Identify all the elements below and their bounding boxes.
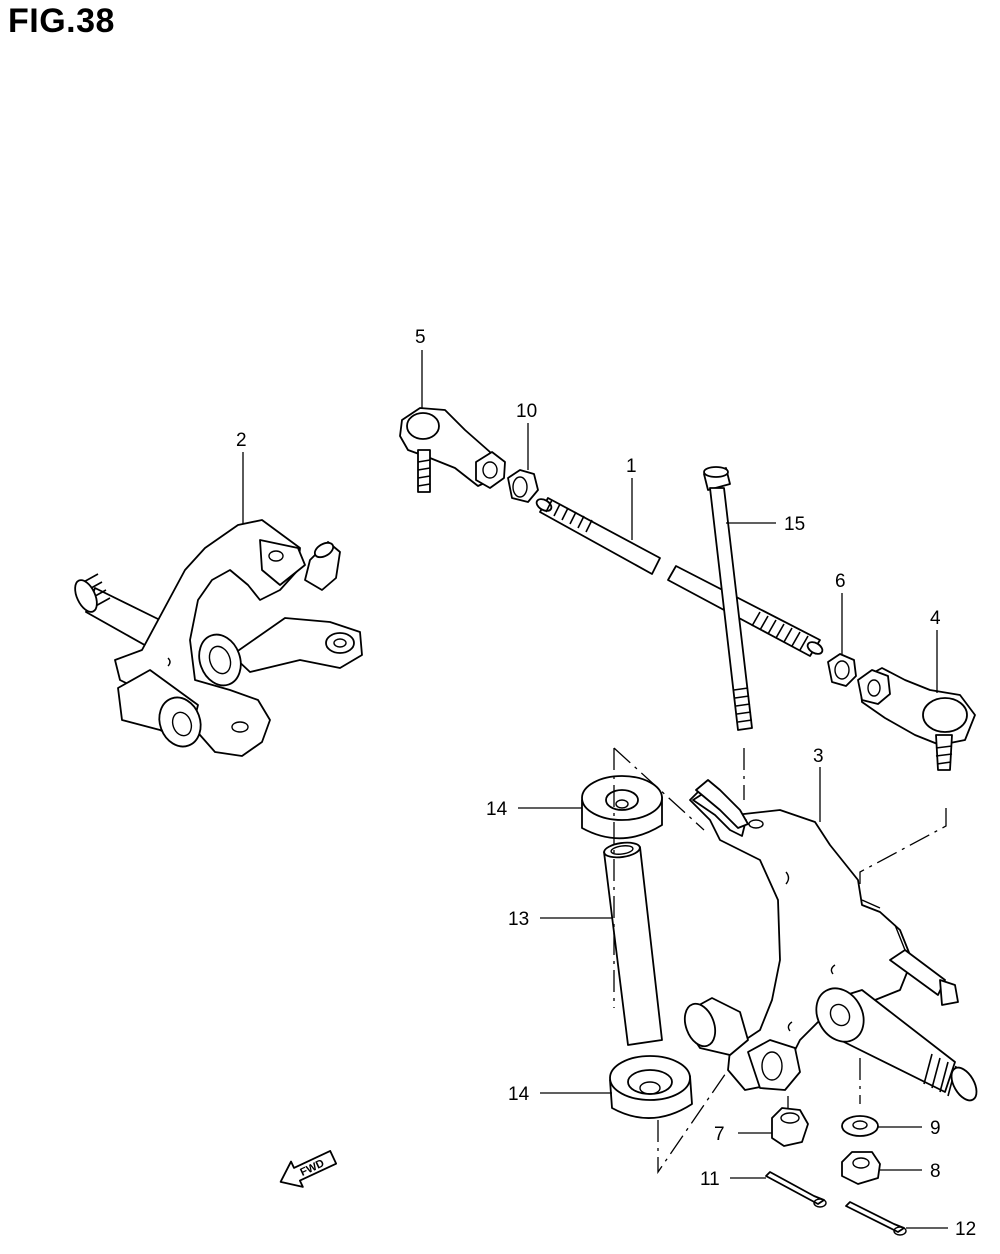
callout-labels: 5 10 1 2 15 6 4 3 14 13 14 7 9 8 11 12 <box>236 327 976 1240</box>
callout-8: 8 <box>930 1161 941 1182</box>
tie-rod-end-part-4 <box>857 667 976 771</box>
bushing-part-14-upper <box>581 775 663 840</box>
callout-15: 15 <box>784 514 805 535</box>
callout-6: 6 <box>835 571 846 592</box>
callout-14-upper: 14 <box>486 799 508 820</box>
callout-11: 11 <box>700 1169 720 1190</box>
cotter-pin-part-11 <box>765 1171 827 1208</box>
callout-9: 9 <box>930 1118 941 1139</box>
steering-arm-bracket-part-3 <box>683 779 978 1102</box>
bolt-part-15 <box>703 466 753 731</box>
callout-4: 4 <box>930 608 941 629</box>
sleeve-part-13 <box>603 841 663 1046</box>
callout-1: 1 <box>626 456 637 477</box>
leader-lines <box>242 350 948 1229</box>
callout-3: 3 <box>813 746 824 767</box>
callout-13: 13 <box>508 909 529 930</box>
callout-7: 7 <box>714 1124 725 1145</box>
callout-10: 10 <box>516 401 537 422</box>
washer-part-9 <box>841 1115 879 1137</box>
flange-nut-part-7 <box>771 1107 809 1147</box>
forward-direction-arrow: FWD <box>279 1150 338 1188</box>
callout-12: 12 <box>955 1219 976 1240</box>
steering-arm-bracket-part-2 <box>74 519 363 757</box>
figure-title: FIG.38 <box>8 2 115 40</box>
tie-rod-end-part-5 <box>399 407 506 493</box>
castle-nut-part-8 <box>841 1151 881 1185</box>
bushing-part-14-lower <box>609 1055 693 1119</box>
cotter-pin-part-12 <box>845 1201 907 1236</box>
callout-2: 2 <box>236 430 247 451</box>
nut-part-10 <box>507 469 539 503</box>
tie-rod-part-1 <box>535 497 824 657</box>
nut-part-6 <box>827 653 857 687</box>
callout-5: 5 <box>415 327 426 348</box>
callout-14-lower: 14 <box>508 1084 530 1105</box>
assembly-centerlines <box>613 747 947 1175</box>
